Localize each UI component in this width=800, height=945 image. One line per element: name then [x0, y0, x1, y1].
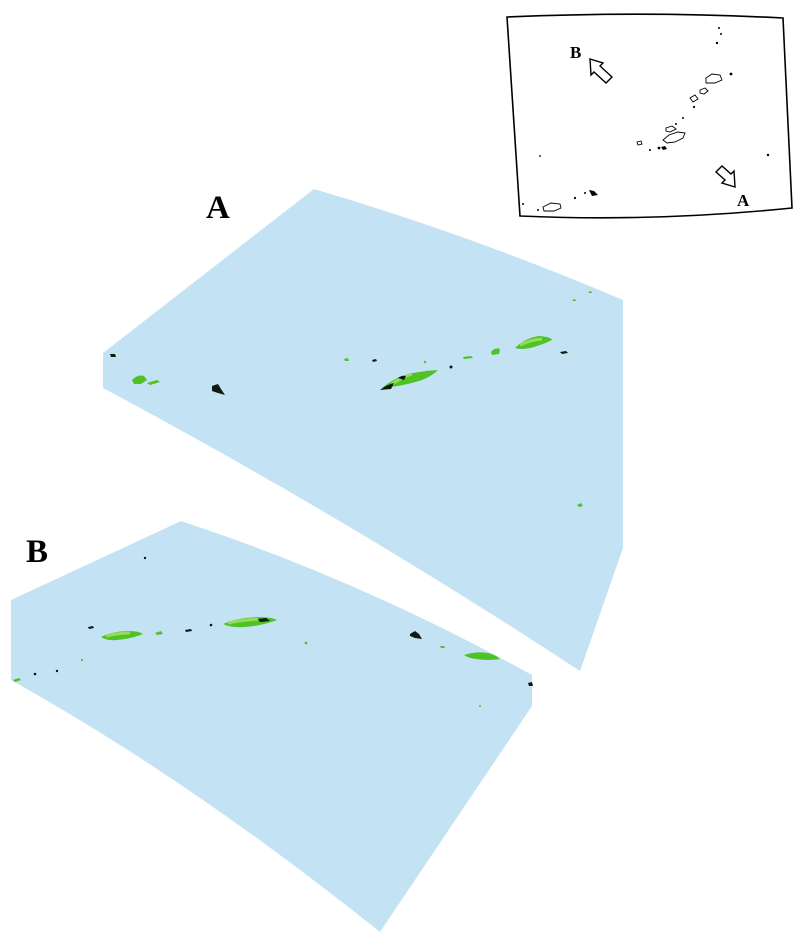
overview-island-dots [522, 27, 770, 211]
panel-a-vegetation [110, 291, 592, 507]
perspective-view-a: A [103, 189, 623, 671]
panel-b-surface [11, 521, 532, 932]
overview-map-frame [506, 13, 793, 219]
arrow-b-icon [589, 58, 614, 84]
overview-map: B A [506, 13, 793, 219]
perspective-view-b: B [11, 521, 533, 932]
panel-a-surface [103, 189, 623, 671]
panel-a-label: A [206, 190, 230, 226]
overview-label-b: B [570, 43, 581, 62]
overview-label-a: A [737, 191, 750, 210]
panel-b-label: B [26, 534, 48, 570]
arrow-a-icon [714, 165, 736, 188]
panel-b-vegetation [13, 556, 533, 707]
overview-island-outlines [542, 73, 723, 212]
